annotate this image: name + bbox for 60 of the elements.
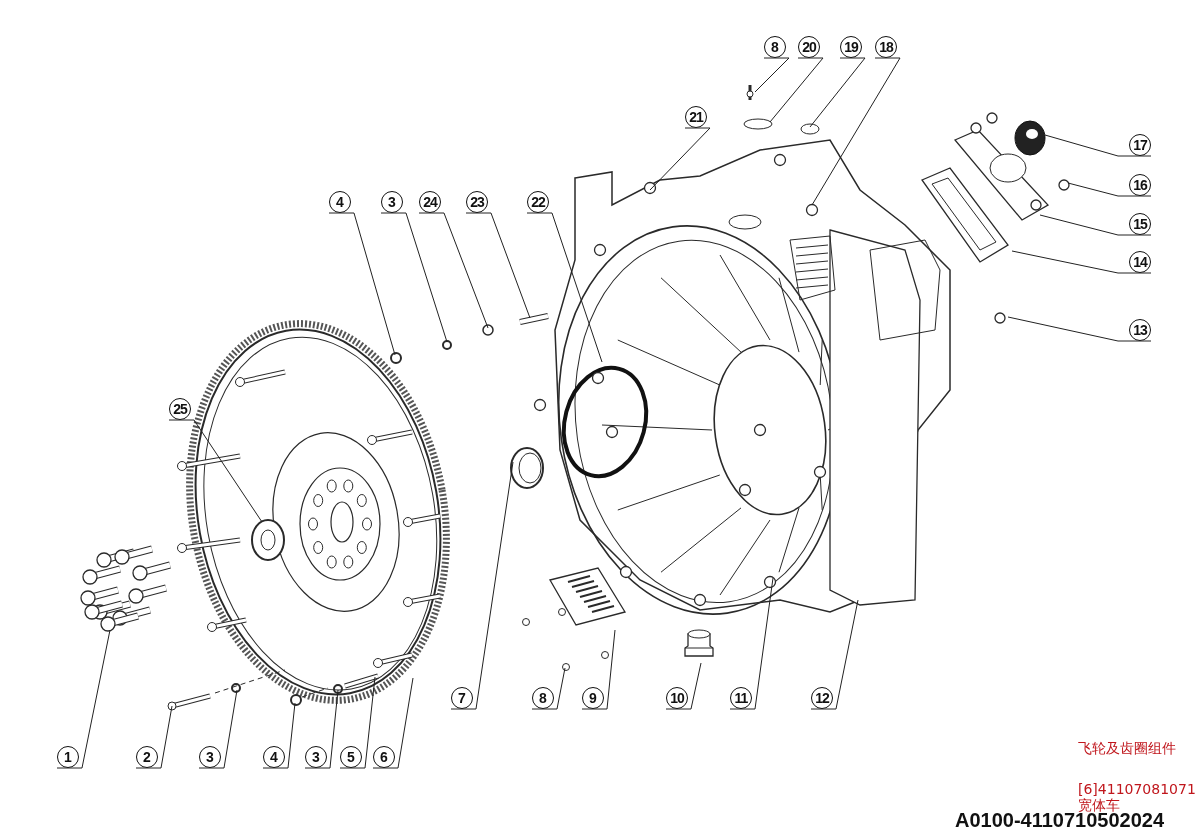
leader-line (649, 127, 711, 191)
leader-line (450, 461, 514, 710)
leader-line (304, 689, 339, 769)
leader-line (380, 212, 448, 343)
leader-line (809, 57, 866, 128)
leader-line (581, 629, 616, 710)
leader-line (729, 577, 774, 710)
callout-number: 7 (451, 687, 473, 709)
callout-number: 4 (329, 191, 351, 213)
leader-line (526, 212, 603, 363)
leader-line (1011, 250, 1152, 274)
callout-number: 3 (305, 746, 327, 768)
leader-line (810, 599, 859, 710)
leader-line (262, 702, 296, 769)
callout-number: 3 (199, 746, 221, 768)
leader-line (811, 57, 901, 206)
leader-line (135, 705, 173, 769)
leader-line (56, 629, 111, 769)
callout-number: 18 (875, 36, 897, 58)
callout-number: 10 (666, 687, 688, 709)
callout-number: 22 (527, 191, 549, 213)
part-title: 飞轮及齿圈组件 (1078, 740, 1176, 758)
callout-number: 16 (1129, 174, 1151, 196)
callout-number: 24 (419, 191, 441, 213)
callout-number: 13 (1129, 319, 1151, 341)
leader-line (372, 677, 414, 769)
leader-line (168, 419, 263, 523)
callout-number: 6 (373, 746, 395, 768)
leader-line (531, 667, 566, 710)
callout-number: 21 (685, 106, 707, 128)
callout-number: 12 (811, 687, 833, 709)
leader-line (339, 676, 376, 769)
callout-number: 23 (466, 191, 488, 213)
callout-number: 20 (798, 36, 820, 58)
leader-line (1007, 316, 1152, 342)
leader-line (328, 212, 396, 356)
callout-number: 8 (764, 36, 786, 58)
leader-line (754, 57, 790, 93)
callout-number: 14 (1129, 251, 1151, 273)
callout-number: 1 (57, 746, 79, 768)
leader-line (1067, 182, 1152, 197)
callout-number: 11 (730, 687, 752, 709)
leader-line (665, 662, 702, 710)
callout-number: 19 (840, 36, 862, 58)
callout-number: 4 (263, 746, 285, 768)
leader-line (1039, 214, 1152, 236)
leader-line (1044, 134, 1152, 157)
part-number: [6]41107081071 (1078, 781, 1196, 797)
leader-line (465, 212, 531, 319)
leader-line (198, 689, 238, 769)
callout-number: 9 (582, 687, 604, 709)
callout-number: 2 (136, 746, 158, 768)
callout-number: 8 (532, 687, 554, 709)
callout-number: 17 (1129, 134, 1151, 156)
callout-number: 15 (1129, 213, 1151, 235)
callout-number: 25 (169, 398, 191, 420)
leader-line (418, 212, 489, 329)
callout-number: 3 (381, 191, 403, 213)
callout-number: 5 (340, 746, 362, 768)
leader-line (769, 57, 824, 123)
